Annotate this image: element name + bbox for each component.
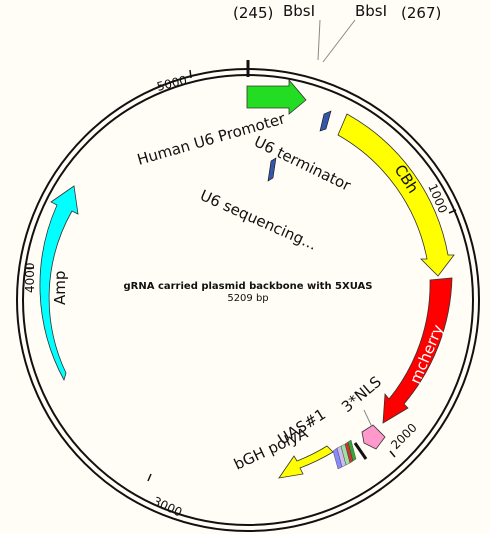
feature-label-amp: Amp — [51, 271, 69, 305]
site-name-bbsi-1: BbsI — [283, 2, 315, 20]
site-position-267: (267) — [401, 4, 441, 22]
bbsi-267-leader — [322, 19, 356, 63]
feature-mcherry-arrow — [382, 277, 453, 424]
feature-amp-arrow — [39, 185, 79, 382]
feature-label-u6-sequencing: U6 sequencing... — [197, 186, 319, 254]
feature-label-3xnls: 3*NLS — [338, 373, 385, 416]
plasmid-name: gRNA carried plasmid backbone with 5XUAS — [124, 281, 373, 292]
feature-label-u6-terminator: U6 terminator — [251, 132, 354, 195]
feature-label-mcherry: mcherry — [406, 322, 447, 387]
nls-leader — [363, 409, 373, 428]
feature-human-u6-promoter-arrow — [246, 78, 307, 115]
feature-u6-terminator-mark — [319, 110, 332, 132]
feature-cbh-arrow — [337, 113, 455, 277]
tick-3000: 3000 — [147, 473, 184, 520]
feature-uas1-mark — [353, 442, 368, 460]
tick-5000: 5000 — [155, 69, 192, 94]
feature-u6-sequencing-mark — [267, 157, 277, 182]
tick-label-4000: 4000 — [23, 262, 37, 293]
tick-label-5000: 5000 — [155, 73, 188, 94]
feature-3xnls-arrow — [361, 424, 386, 450]
site-position-245: (245) — [233, 4, 273, 22]
tick-4000: 4000 — [23, 262, 37, 293]
uas-repeat-blocks — [332, 439, 357, 470]
site-name-bbsi-2: BbsI — [355, 2, 387, 20]
plasmid-length: 5209 bp — [227, 293, 268, 304]
feature-bgh-polya-arrow — [278, 445, 334, 479]
bbsi-245-leader — [317, 19, 321, 61]
tick-label-2000: 2000 — [388, 421, 419, 452]
